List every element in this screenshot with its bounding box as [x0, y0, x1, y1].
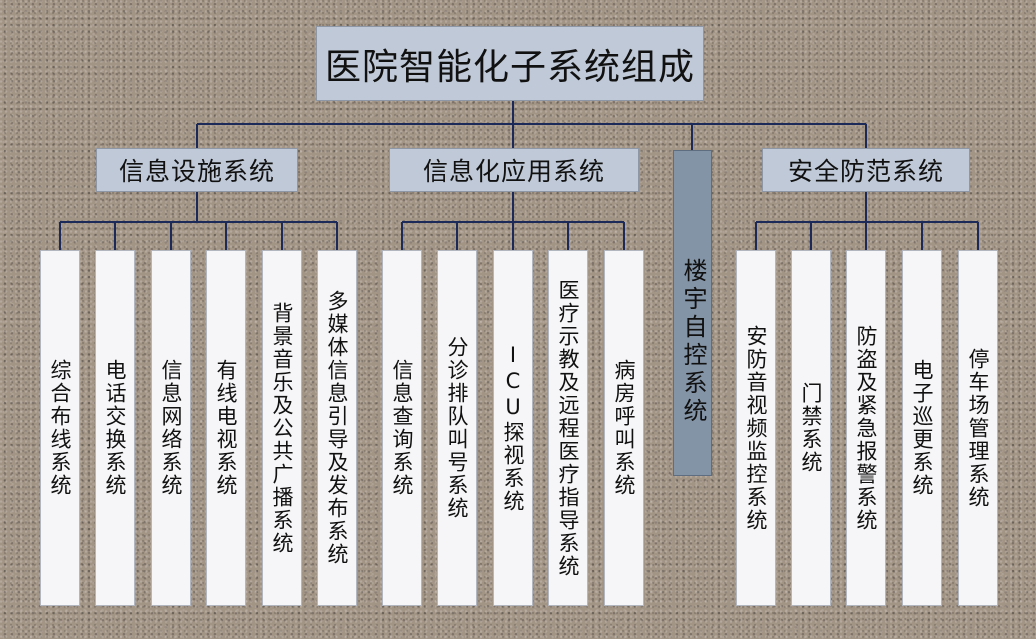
- leaf-intrusion-alarm: 防盗及紧急报警系统: [846, 250, 886, 606]
- leaf-info-network: 信息网络系统: [151, 250, 191, 606]
- group-info-facilities: 信息设施系统: [96, 148, 298, 192]
- leaf-cable-tv: 有线电视系统: [206, 250, 246, 606]
- group-info-applications: 信息化应用系统: [389, 148, 639, 192]
- leaf-ward-call: 病房呼叫系统: [604, 250, 644, 606]
- leaf-access-control: 门禁系统: [791, 250, 831, 606]
- group-building-automation: 楼宇自控系统: [673, 150, 712, 476]
- leaf-icu-visit: ICU探视系统: [493, 250, 533, 606]
- leaf-telephone-exchange: 电话交换系统: [95, 250, 135, 606]
- leaf-remote-medical: 医疗示教及远程医疗指导系统: [548, 250, 588, 606]
- leaf-triage-queue: 分诊排队叫号系统: [437, 250, 477, 606]
- leaf-background-music: 背景音乐及公共广播系统: [262, 250, 302, 606]
- group-security: 安全防范系统: [762, 148, 970, 192]
- leaf-integrated-cabling: 综合布线系统: [40, 250, 80, 606]
- leaf-guard-patrol: 电子巡更系统: [902, 250, 942, 606]
- leaf-video-surveillance: 安防音视频监控系统: [736, 250, 776, 606]
- leaf-multimedia-guide: 多媒体信息引导及发布系统: [317, 250, 357, 606]
- root-title: 医院智能化子系统组成: [316, 26, 704, 101]
- leaf-parking-management: 停车场管理系统: [958, 250, 998, 606]
- leaf-info-query: 信息查询系统: [382, 250, 422, 606]
